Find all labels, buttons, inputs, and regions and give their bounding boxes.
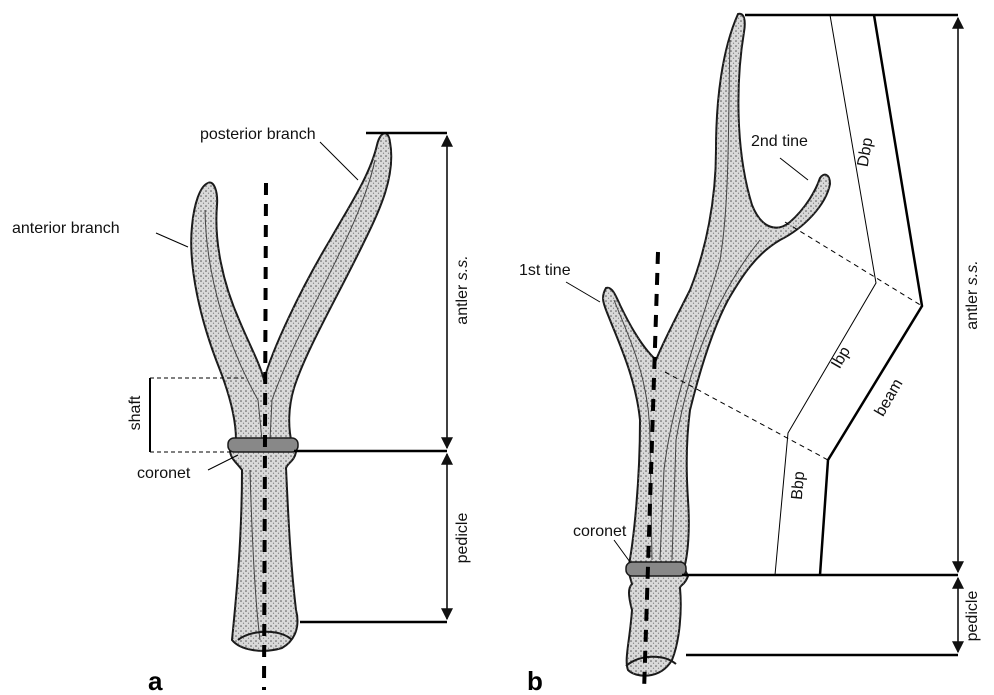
coronet-b-leader [614, 540, 630, 562]
first-tine-leader [566, 282, 600, 302]
posterior-branch-label: posterior branch [200, 126, 316, 143]
antler-a-drawing [191, 133, 391, 651]
dbp-cut-line [785, 222, 922, 306]
panel-b-letter: b [527, 666, 543, 695]
coronet-a-label: coronet [137, 465, 191, 482]
shaft-label: shaft [127, 395, 144, 430]
panel-a-letter: a [148, 666, 163, 695]
dbp-label: Dbp [855, 136, 877, 168]
coronet-b-burr [626, 562, 686, 576]
beam-label: beam [872, 376, 907, 419]
pedicle-b-label: pedicle [964, 591, 981, 642]
antler-ss-b-label: antler s.s. [964, 260, 981, 329]
second-tine-label: 2nd tine [751, 133, 808, 150]
panel-a: posterior branch anterior branch shaft c… [12, 126, 471, 695]
antler-a-texture [191, 133, 391, 651]
ibp-label: Ibp [828, 344, 854, 372]
beam-outline [820, 15, 922, 575]
first-tine-label: 1st tine [519, 262, 571, 279]
axis-a-dashed [264, 183, 266, 690]
panel-b: 2nd tine 1st tine coronet Dbp Ibp Bbp be… [519, 14, 981, 695]
antler-b-drawing [603, 14, 830, 676]
coronet-a-leader [208, 455, 238, 470]
antler-ss-a-label: antler s.s. [454, 255, 471, 324]
anterior-branch-leader [156, 233, 188, 247]
posterior-branch-leader [320, 142, 358, 180]
bbp-label: Bbp [789, 471, 808, 501]
second-tine-leader [780, 158, 808, 180]
coronet-b-label: coronet [573, 523, 627, 540]
anterior-branch-label: anterior branch [12, 220, 120, 237]
pedicle-a-label: pedicle [454, 513, 471, 564]
